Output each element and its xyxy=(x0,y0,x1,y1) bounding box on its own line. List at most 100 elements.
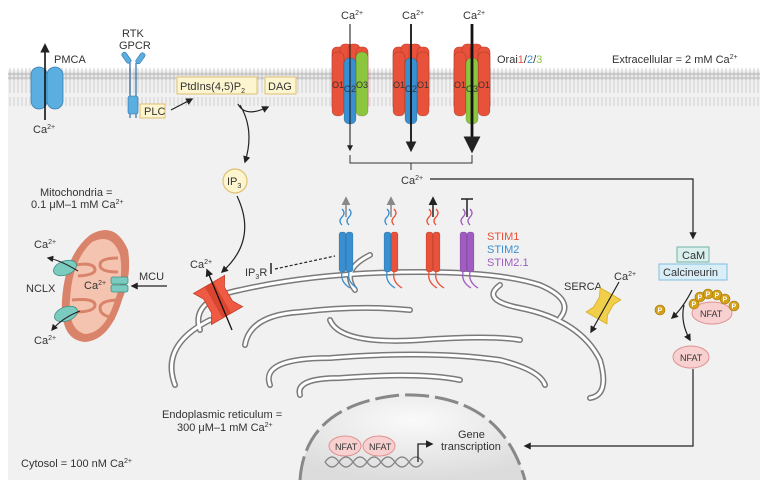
cytosolic-ca-label: Ca2+ xyxy=(401,175,423,187)
stim-helix xyxy=(432,231,441,273)
orai-channel-2: O1O2O1Ca2+ xyxy=(392,10,430,153)
ip3r-ca-label: Ca2+ xyxy=(190,259,212,271)
stim-c-terminus xyxy=(469,271,479,289)
stim1-legend: STIM1 xyxy=(487,231,519,243)
pmca-pump xyxy=(30,43,64,120)
stim-helix xyxy=(459,231,468,273)
nclx-ca-top: Ca2+ xyxy=(34,239,56,251)
svg-text:NFAT: NFAT xyxy=(680,353,703,363)
er-label-2: 300 μM–1 mM Ca2+ xyxy=(177,422,273,434)
stim2-legend: STIM2 xyxy=(487,244,519,256)
nclx-transporter-bottom xyxy=(51,305,81,332)
phosphate-label: P xyxy=(698,295,703,302)
stim-n-terminus xyxy=(467,208,473,226)
orai-subunit-label: O1 xyxy=(417,80,429,90)
orai-subunit-label: O1 xyxy=(332,80,344,90)
stim-n-terminus xyxy=(426,208,432,226)
stim-n-terminus xyxy=(346,208,352,226)
ip3-molecule: IP3 xyxy=(222,168,248,194)
ip3-release-arrow xyxy=(239,104,251,164)
svg-text:DAG: DAG xyxy=(268,81,292,93)
nfat-bound-1: NFAT xyxy=(328,435,362,457)
ptdins-box: PtdIns(4,5)P2 xyxy=(176,76,258,95)
svg-text:CaM: CaM xyxy=(682,250,705,262)
stim-n-terminus xyxy=(433,208,439,226)
svg-text:PtdIns(4,5)P2: PtdIns(4,5)P2 xyxy=(180,81,245,95)
orai-channel-3: O1O3O1Ca2+ xyxy=(453,10,491,154)
er-label-1: Endoplasmic reticulum = xyxy=(162,409,282,421)
stim-n-terminus xyxy=(384,208,390,226)
stim-c-terminus xyxy=(435,271,445,289)
mitochondrion xyxy=(61,230,130,342)
orai-bracket xyxy=(349,155,473,170)
phosphate-group xyxy=(688,298,700,310)
svg-text:NFAT: NFAT xyxy=(335,442,358,452)
dag-release-arrow xyxy=(237,103,270,113)
ip3r-ca-release-arrow xyxy=(205,268,233,331)
stim-c-terminus xyxy=(428,271,438,289)
phospho-nfat: NFAT xyxy=(691,301,733,325)
stim-n-terminus xyxy=(339,208,345,226)
rtk-label: RTK xyxy=(122,28,144,40)
mito-title-1: Mitochondria = xyxy=(40,187,112,199)
nclx-label: NCLX xyxy=(26,283,56,295)
serca-ca-label: Ca2+ xyxy=(614,271,636,283)
phosphate-label: P xyxy=(692,302,697,309)
phosphate-label: P xyxy=(715,293,720,300)
mcu-label: MCU xyxy=(139,271,164,283)
stim-inhibit-4 xyxy=(461,198,473,217)
receptor xyxy=(121,51,146,118)
extracellular-label: Extracellular = 2 mM Ca2+ xyxy=(612,54,738,66)
orai-subunit-label: O1 xyxy=(454,80,466,90)
stim-c-terminus xyxy=(386,271,396,289)
stim-c-terminus xyxy=(462,271,472,289)
stim-proteins xyxy=(338,208,479,289)
orai-subunit-label: O3 xyxy=(356,80,368,90)
ip3r-label: IP3R xyxy=(245,267,267,281)
mcu-transporter xyxy=(110,276,129,293)
dephosphorylation-arrow xyxy=(670,289,693,319)
stim-dimer-2 xyxy=(383,208,403,289)
plasma-membrane xyxy=(8,68,760,106)
orai-ca-label: Ca2+ xyxy=(341,10,363,22)
cytosol-label: Cytosol = 100 nM Ca2+ xyxy=(21,458,132,470)
stim-helix xyxy=(383,231,392,273)
orai-ca-label: Ca2+ xyxy=(463,10,485,22)
stim-n-terminus xyxy=(460,208,466,226)
orai-ca-label: Ca2+ xyxy=(402,10,424,22)
calcineurin-box: Calcineurin xyxy=(658,263,728,281)
pmca-label: PMCA xyxy=(54,54,86,66)
stim21-legend: STIM2.1 xyxy=(487,257,529,269)
orai-legend: Orai1/2/3 xyxy=(497,54,542,66)
nclx-transporter-top xyxy=(46,255,79,277)
phosphate-group xyxy=(728,300,740,312)
phosphate-group xyxy=(719,293,731,305)
ca-to-cam-arrow xyxy=(430,178,697,240)
gpcr-label: GPCR xyxy=(119,40,151,52)
nfat-release-arrow xyxy=(682,304,691,342)
serca-pump xyxy=(585,287,622,325)
stim-n-terminus xyxy=(391,208,397,226)
stim-c-terminus xyxy=(348,271,358,289)
stim-helix xyxy=(345,231,354,273)
mito-matrix-ca-label: Ca2+ xyxy=(84,280,106,292)
svg-text:NFAT: NFAT xyxy=(700,309,723,319)
plc-box: PLC xyxy=(139,103,166,119)
phosphate-group xyxy=(654,304,666,316)
svg-text:NFAT: NFAT xyxy=(369,442,392,452)
ip3-to-ip3r-arrow xyxy=(220,195,246,273)
stim-c-terminus xyxy=(341,271,351,289)
gene-label: Gene xyxy=(458,429,485,441)
stim-dimer-1 xyxy=(338,208,358,289)
stim-helix xyxy=(425,231,434,273)
transcription-label: transcription xyxy=(441,441,501,453)
cam-box: CaM xyxy=(676,246,710,263)
dna-helix xyxy=(324,456,424,468)
svg-text:PLC: PLC xyxy=(144,106,165,118)
orai-subunit-label: O1 xyxy=(393,80,405,90)
free-nfat: NFAT xyxy=(672,345,710,369)
